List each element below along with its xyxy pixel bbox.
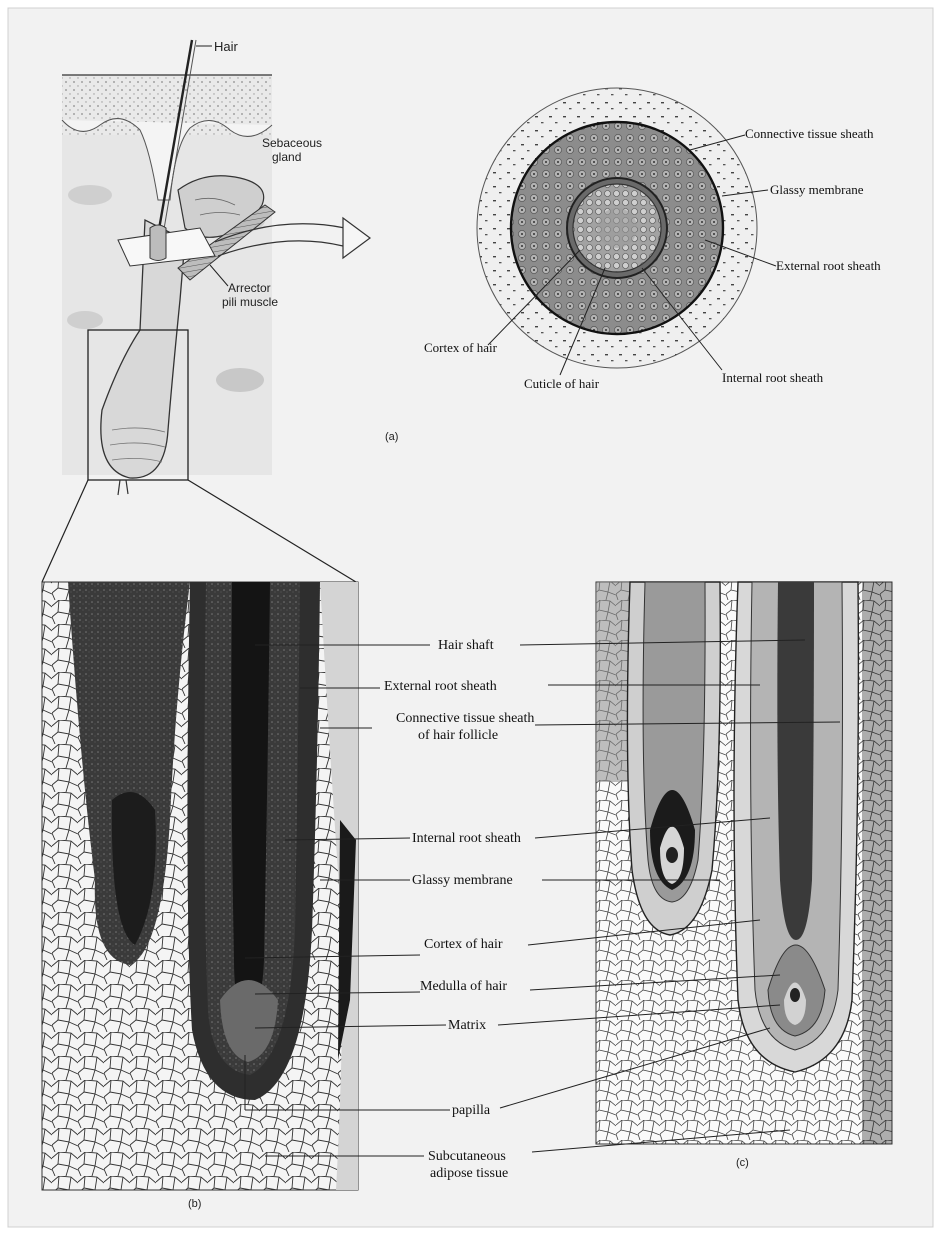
label-cuticle-of-hair: Cuticle of hair	[524, 376, 600, 391]
label-hair-shaft: Hair shaft	[438, 638, 494, 653]
panel-b-label: (b)	[188, 1198, 201, 1210]
label-papilla: papilla	[452, 1103, 491, 1118]
label-internal-root-sheath: Internal root sheath	[722, 370, 824, 385]
label-cortex-of-hair: Cortex of hair	[424, 340, 498, 355]
label-subcutaneous-line2: adipose tissue	[430, 1166, 508, 1181]
micrograph-panel-b	[42, 582, 358, 1190]
label-arrector-line2: pili muscle	[222, 295, 278, 309]
label-subcutaneous-line1: Subcutaneous	[428, 1149, 506, 1164]
label-connective-sheath-line2: of hair follicle	[418, 728, 498, 743]
label-external-root-sheath: External root sheath	[776, 258, 881, 273]
label-connective-tissue-sheath: Connective tissue sheath	[745, 126, 874, 141]
drawing-panel-c	[596, 582, 892, 1144]
cross-section-diagram	[477, 88, 757, 368]
panel-a-label: (a)	[385, 431, 398, 443]
label-connective-sheath-line1: Connective tissue sheath	[396, 711, 534, 726]
label-medulla-of-hair: Medulla of hair	[420, 979, 507, 994]
label-hair: Hair	[214, 39, 239, 54]
label-matrix: Matrix	[448, 1018, 486, 1033]
label-glassy-membrane: Glassy membrane	[770, 182, 864, 197]
label-sebaceous-gland-line1: Sebaceous	[262, 136, 322, 150]
label-external-root-sheath-b: External root sheath	[384, 679, 497, 694]
label-sebaceous-gland-line2: gland	[272, 150, 301, 164]
label-glassy-membrane-b: Glassy membrane	[412, 873, 513, 888]
panel-c-label: (c)	[736, 1157, 749, 1169]
label-cortex-of-hair-b: Cortex of hair	[424, 937, 503, 952]
label-arrector-line1: Arrector	[228, 281, 271, 295]
label-internal-root-sheath-b: Internal root sheath	[412, 831, 521, 846]
